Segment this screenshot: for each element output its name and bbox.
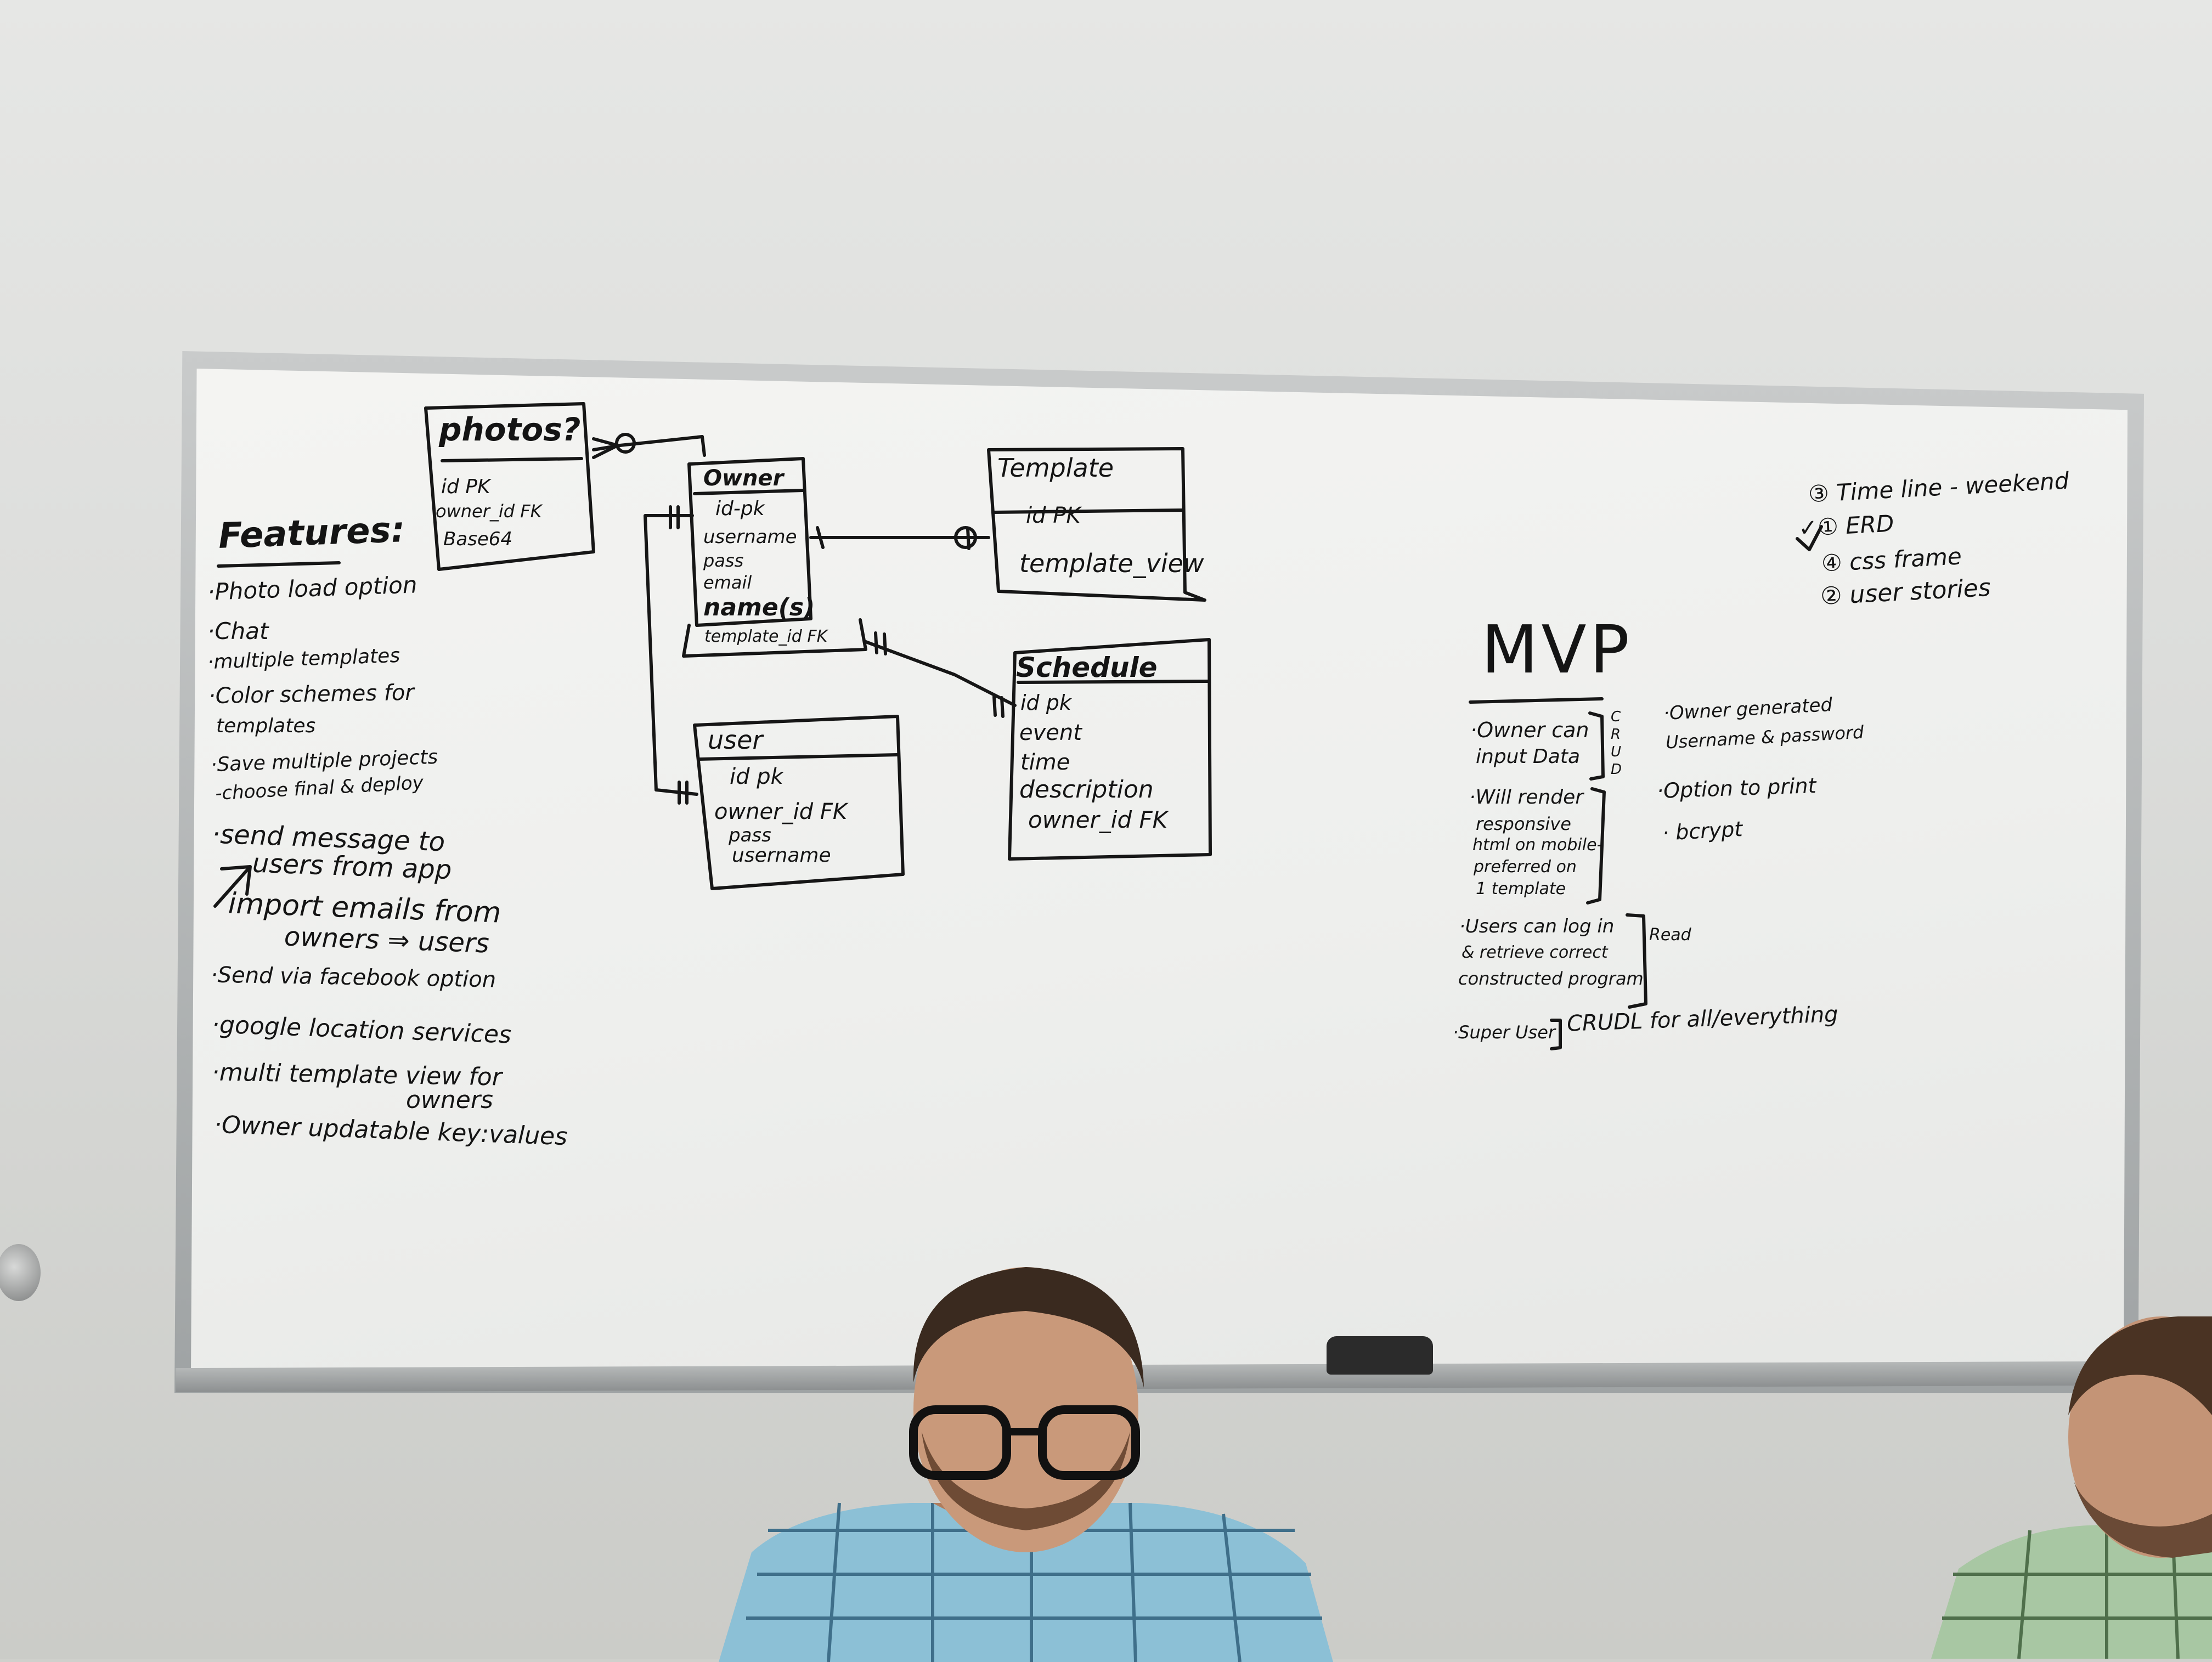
mvp-item: · bcrypt [1661, 817, 1743, 845]
read-bracket [1626, 913, 1647, 1009]
arrow-icon [213, 865, 252, 908]
user-field: pass [729, 824, 771, 846]
photos-owner-line [592, 435, 706, 457]
schedule-field: event [1019, 720, 1082, 745]
user-field: owner_id FK [714, 799, 848, 824]
mvp-item: ·Will render [1469, 786, 1584, 809]
schedule-field: description [1019, 776, 1154, 804]
crud-letter: R [1611, 726, 1621, 743]
crud-letter: U [1611, 744, 1622, 760]
schedule-box [1008, 638, 1212, 861]
owner-field: template_id FK [704, 627, 828, 646]
user-title: user [708, 725, 763, 755]
feature-item: ·multi template view for [211, 1058, 503, 1092]
schedule-field: time [1020, 750, 1070, 775]
crud-letter: D [1611, 761, 1622, 778]
user-field: username [732, 844, 831, 867]
read-label: Read [1649, 925, 1691, 945]
check-icon [1796, 525, 1823, 551]
todo-item: ✓① ERD [1797, 510, 1895, 542]
feature-item: owners [406, 1086, 493, 1114]
owner-fk-box [682, 618, 867, 658]
user-divider [697, 753, 899, 761]
mvp-item: ·Users can log in [1459, 915, 1615, 937]
feature-item: users from app [252, 847, 453, 886]
photos-field: id PK [441, 476, 490, 498]
schedule-field: id pk [1020, 691, 1071, 715]
mvp-title: MVP [1481, 612, 1633, 688]
feature-item: ·Chat [207, 618, 269, 645]
door-knob [0, 1244, 41, 1301]
schedule-title: Schedule [1016, 652, 1158, 683]
mvp-item: responsive [1476, 813, 1571, 834]
feature-item: ·Send via facebook option [210, 962, 496, 993]
photos-field: Base64 [443, 528, 513, 550]
template-field: id PK [1026, 503, 1081, 528]
crud-letter: C [1611, 709, 1621, 725]
zero-marker-template [954, 526, 977, 549]
feature-item: owners ⇒ users [284, 921, 490, 959]
mvp-item: constructed program [1458, 968, 1644, 989]
mvp-underline [1469, 697, 1604, 704]
zero-marker-photos [615, 433, 636, 454]
mvp-item: input Data [1476, 745, 1581, 768]
user-box [693, 715, 905, 890]
mvp-item: preferred on [1474, 857, 1577, 877]
person-right [1931, 1316, 2212, 1659]
feature-item: ·Color schemes for [208, 680, 415, 709]
owner-box [687, 457, 812, 627]
double-tick-schedule [992, 695, 1005, 718]
owner-field: username [703, 526, 797, 548]
photos-divider [441, 457, 583, 462]
features-underline [217, 561, 341, 568]
mvp-item: html on mobile- [1472, 835, 1603, 855]
render-bracket [1586, 787, 1606, 905]
template-box [987, 447, 1206, 602]
mvp-item: ·Super User [1453, 1022, 1556, 1043]
owner-field: id-pk [715, 498, 765, 520]
double-tick-user [678, 781, 689, 805]
schedule-divider [1017, 680, 1210, 684]
owner-divider [693, 489, 805, 495]
crud-bracket [1588, 711, 1605, 781]
mvp-item: ·Option to print [1656, 773, 1817, 804]
user-field: id pk [730, 764, 783, 789]
double-tick-owner [669, 505, 680, 529]
whiteboard [191, 369, 2128, 1376]
person-center [719, 1267, 1333, 1662]
mvp-item: & retrieve correct [1462, 943, 1608, 962]
schedule-field: owner_id FK [1028, 806, 1168, 833]
owner-title: Owner [703, 466, 784, 491]
owner-field: email [703, 572, 752, 593]
template-field: template_view [1019, 549, 1204, 578]
photos-field: owner_id FK [436, 501, 542, 522]
owner-field: name(s) [703, 593, 815, 621]
template-title: Template [997, 453, 1114, 483]
photos-title: photos? [439, 411, 581, 448]
template-divider [991, 508, 1184, 514]
features-title: Features: [217, 510, 406, 557]
photos-box [424, 402, 595, 571]
owner-field: pass [703, 550, 744, 571]
feature-item: templates [216, 715, 316, 737]
superuser-bracket [1550, 1019, 1562, 1050]
mvp-item: ·Owner can [1470, 718, 1589, 742]
eraser [1327, 1336, 1433, 1375]
double-tick-owner-fk [874, 631, 887, 655]
mvp-item: 1 template [1476, 879, 1566, 898]
owner-schedule-line [864, 640, 1017, 707]
